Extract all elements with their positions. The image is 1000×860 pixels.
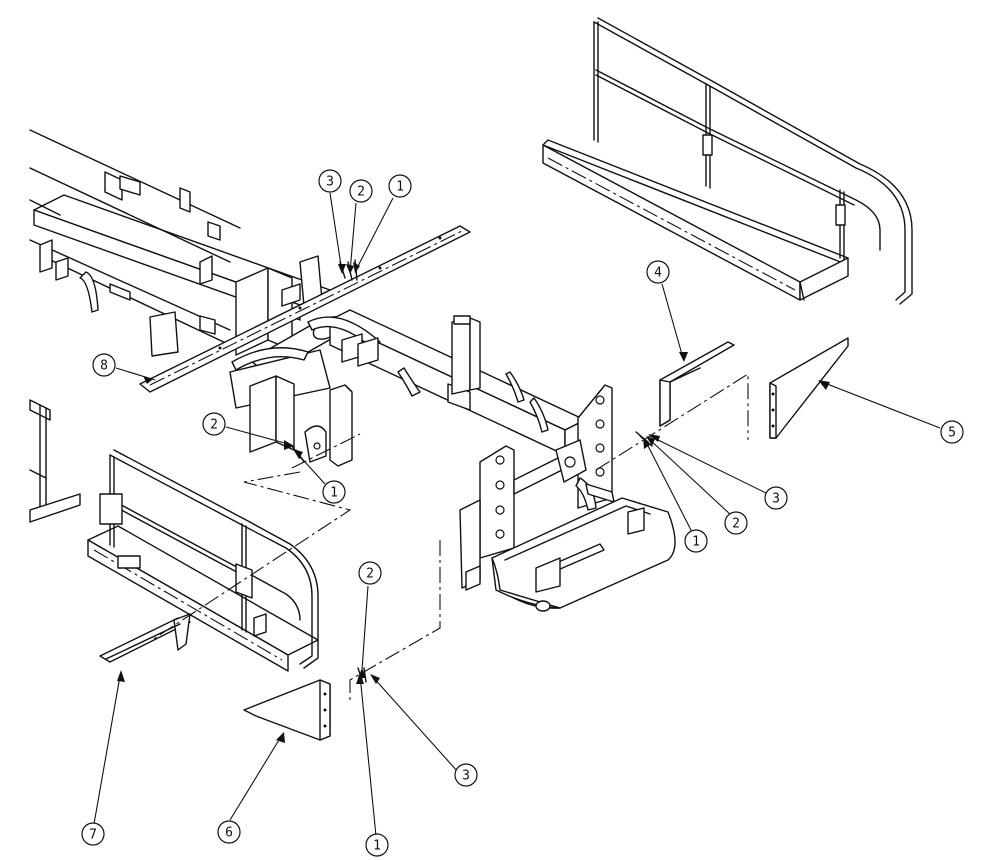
callout-label: 3 <box>326 175 334 190</box>
center-cross-frame <box>229 309 586 456</box>
lower-walkway-platform <box>87 449 319 672</box>
callout-label: 2 <box>210 418 218 433</box>
callout-label: 3 <box>772 492 780 507</box>
arrowheads <box>117 262 830 743</box>
callout-2-top: 2 <box>349 179 373 203</box>
callout-label: 1 <box>373 839 381 854</box>
callout-label: 4 <box>654 266 662 281</box>
part-5-gusset-plate <box>769 337 849 439</box>
callout-1-top: 1 <box>388 174 412 198</box>
callout-3-top: 3 <box>318 169 342 193</box>
part-7-bracket <box>99 613 191 663</box>
callout-label: 2 <box>366 567 374 582</box>
callout-label: 1 <box>330 486 338 501</box>
callout-1-bottom: 1 <box>365 833 389 857</box>
callout-1-right: 1 <box>684 529 708 553</box>
callout-label: 1 <box>396 180 404 195</box>
callout-2-bottom: 2 <box>358 561 382 585</box>
callout-3-bottom: 3 <box>454 763 478 787</box>
right-upright-assembly <box>459 384 676 612</box>
callout-7: 7 <box>81 822 105 846</box>
part-8-brace-bar <box>139 225 471 393</box>
upper-walkway-platform <box>542 17 913 305</box>
callout-label: 6 <box>225 826 233 841</box>
callout-3-right: 3 <box>764 486 788 510</box>
callout-8: 8 <box>92 353 116 377</box>
callout-label: 7 <box>89 828 97 843</box>
callout-label: 2 <box>357 185 365 200</box>
callout-label: 8 <box>100 359 108 374</box>
callout-1-left: 1 <box>322 480 346 504</box>
callout-2-left: 2 <box>202 412 226 436</box>
part-6-gusset-plate <box>243 679 331 741</box>
callout-5: 5 <box>940 420 964 444</box>
callout-6: 6 <box>217 820 241 844</box>
part-4-bracket <box>659 341 735 427</box>
assembly-centerlines <box>151 373 749 700</box>
leader-lines <box>93 192 941 837</box>
callout-label: 2 <box>732 517 740 532</box>
callout-2-right: 2 <box>724 511 748 535</box>
callout-label: 1 <box>692 535 700 550</box>
callout-label: 5 <box>948 426 956 441</box>
far-left-platform-edge <box>29 399 81 523</box>
callout-4: 4 <box>646 260 670 284</box>
left-front-post <box>304 384 353 467</box>
callout-label: 3 <box>462 769 470 784</box>
